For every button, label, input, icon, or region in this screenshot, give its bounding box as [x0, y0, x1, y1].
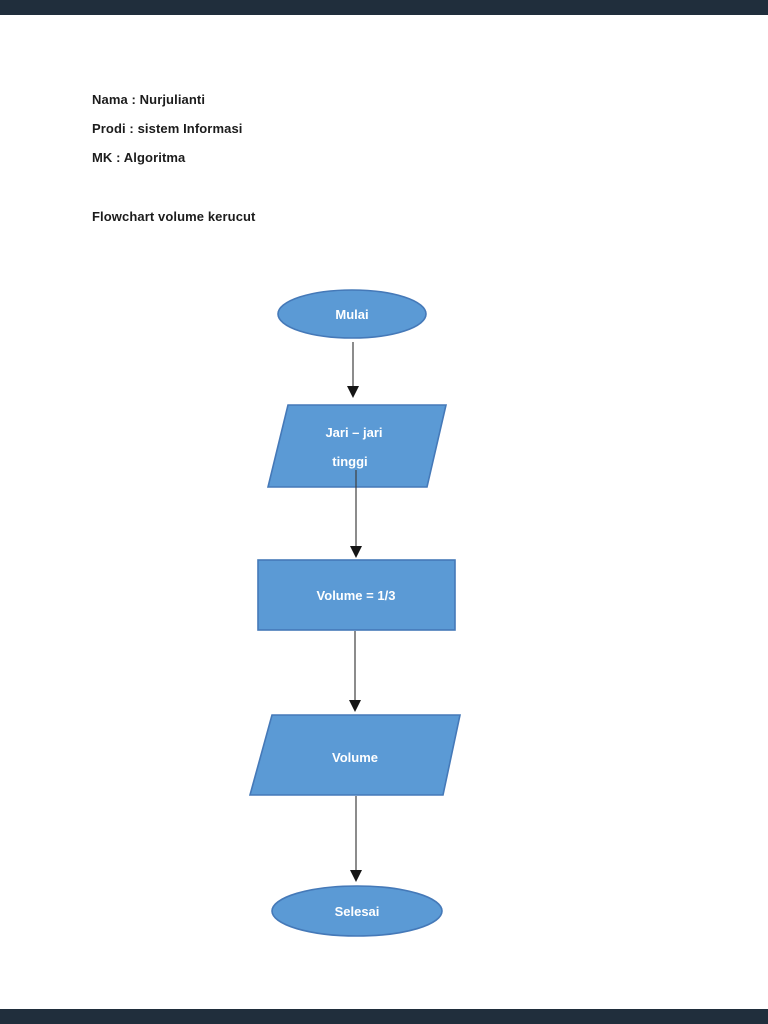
process-rectangle — [257, 559, 456, 631]
course-line: MK : Algoritma — [92, 150, 186, 165]
connector-input-to-process — [350, 470, 362, 558]
input-parallelogram — [266, 404, 448, 488]
viewer-top-bar — [0, 0, 768, 15]
flowchart-title: Flowchart volume kerucut — [92, 209, 256, 224]
input-label-line2: tinggi — [332, 454, 367, 469]
arrowhead-icon — [350, 546, 362, 558]
study-program-line: Prodi : sistem Informasi — [92, 121, 243, 136]
end-ellipse — [271, 885, 443, 937]
arrowhead-icon — [350, 870, 362, 882]
arrowhead-icon — [347, 386, 359, 398]
start-label: Mulai — [335, 307, 368, 322]
process-label: Volume = 1/3 — [317, 588, 396, 603]
output-parallelogram — [248, 714, 461, 796]
input-label-line1: Jari – jari — [325, 425, 382, 440]
output-label: Volume — [332, 750, 378, 765]
start-ellipse — [277, 289, 427, 339]
end-label: Selesai — [335, 904, 380, 919]
student-name-line: Nama : Nurjulianti — [92, 92, 206, 107]
connector-output-to-end — [350, 796, 362, 882]
arrowhead-icon — [349, 700, 361, 712]
connector-process-to-output — [349, 631, 361, 712]
connector-start-to-input — [347, 342, 359, 398]
viewer-bottom-bar — [0, 1009, 768, 1024]
